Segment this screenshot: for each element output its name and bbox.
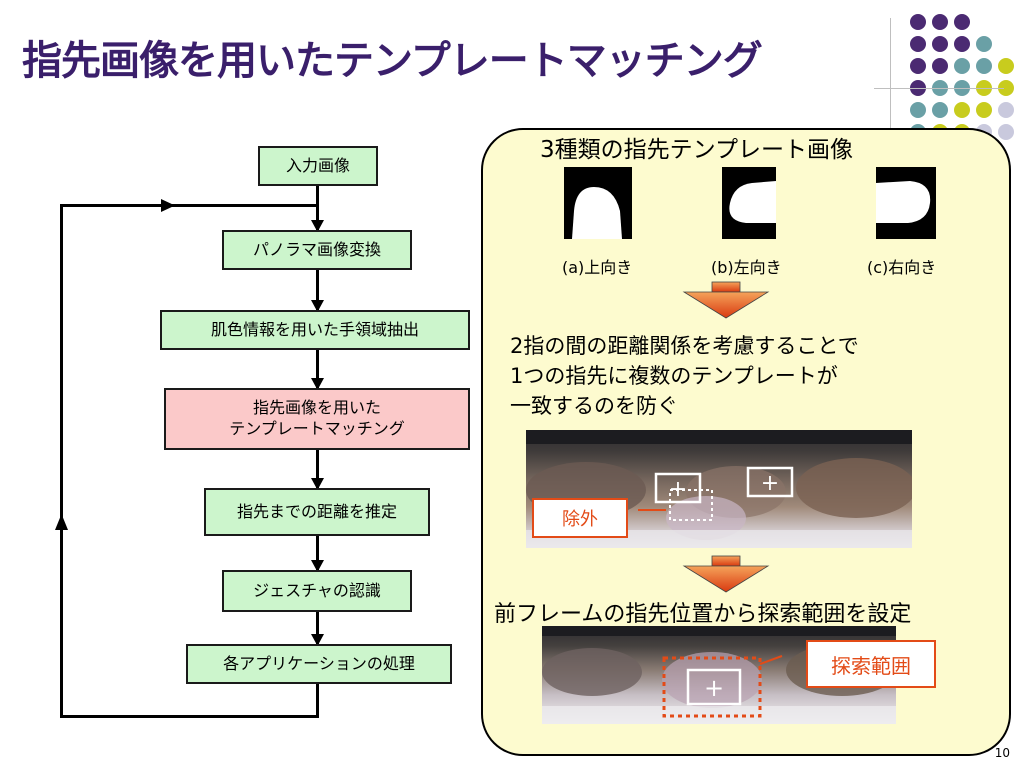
connector [316,684,319,718]
panorama-scene-1: + + [526,430,912,548]
connector [316,612,319,644]
dot [932,36,948,52]
search-range-label: 探索範囲 [806,640,936,688]
dot [954,102,970,118]
search-range-pointer [759,655,783,665]
fingertip-match-box: + [686,668,742,706]
dot [954,36,970,52]
dot [932,14,948,30]
connector [316,186,319,230]
connector [316,350,319,388]
connector [316,270,319,310]
dot [910,36,926,52]
explanation-line-2: 1つの指先に複数のテンプレートが [510,364,838,388]
dot [932,102,948,118]
dot [976,36,992,52]
template-image-right [876,167,936,239]
template-image-up [564,167,632,239]
flow-step-hand-region-extraction: 肌色情報を用いた手領域抽出 [160,310,470,350]
dot [998,58,1014,74]
template-image-left [722,167,776,239]
slide-title: 指先画像を用いたテンプレートマッチング [22,38,763,84]
template-caption-left: (b)左向き [711,258,782,277]
flow-step-template-matching: 指先画像を用いた テンプレートマッチング [164,388,470,450]
connector [316,536,319,570]
divider-vertical [890,18,891,160]
loop-bottom [60,715,319,718]
match-box-plus: + [704,674,724,702]
fingertip-left-icon [729,181,776,223]
search-range-box [662,656,762,718]
template-caption-up: (a)上向き [562,258,633,277]
flow-step-input-image: 入力画像 [258,146,378,186]
dot [910,14,926,30]
divider-horizontal [874,88,1004,89]
dot [954,58,970,74]
match-box-kept: + [746,466,794,498]
flow-step-distance-estimation: 指先までの距離を推定 [204,488,430,536]
dot [976,58,992,74]
match-box-excluded: + [654,472,713,521]
flow-step-gesture-recognition: ジェスチャの認識 [222,570,412,612]
flow-step-application-processing: 各アプリケーションの処理 [186,644,452,684]
loop-left [60,204,63,718]
flow-step-panorama-conversion: パノラマ画像変換 [222,230,412,270]
explanation-line-3: 一致するのを防ぐ [510,394,678,418]
dot [954,14,970,30]
match-box-plus: + [761,471,779,496]
loop-top [60,204,319,207]
dot [910,102,926,118]
dot [998,124,1014,140]
template-caption-right: (c)右向き [867,258,937,277]
dot [998,102,1014,118]
connector [316,450,319,488]
dot [976,102,992,118]
fingertip-up-icon [572,187,622,239]
search-range-caption: 前フレームの指先位置から探索範囲を設定 [494,602,912,627]
exclude-label: 除外 [532,498,628,538]
dot [932,58,948,74]
panel-heading: 3種類の指先テンプレート画像 [540,137,853,163]
fingertip-right-icon [876,181,931,223]
dot [910,58,926,74]
page-number: 10 [994,746,1010,760]
explanation-line-1: 2指の間の距離関係を考慮することで [510,334,859,358]
dot [998,80,1014,96]
